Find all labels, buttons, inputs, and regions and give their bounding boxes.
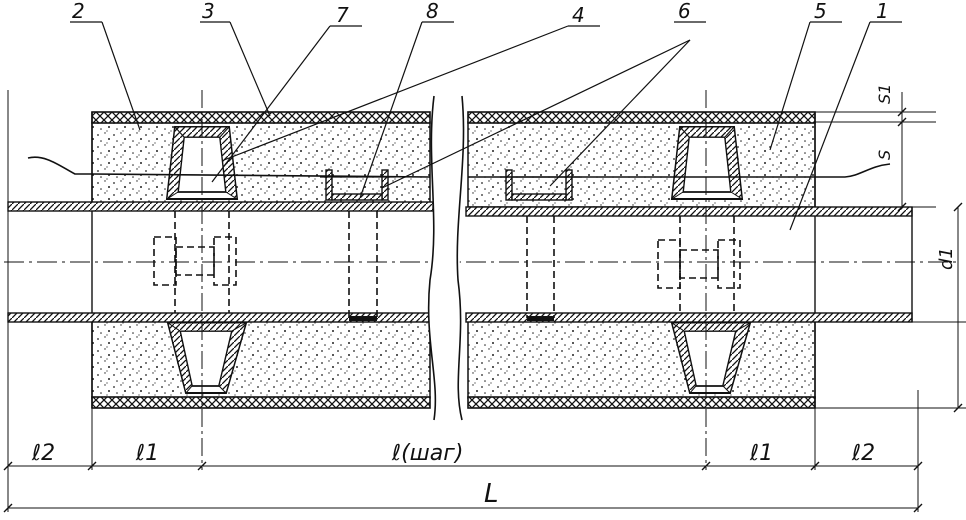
support-bottom-right: [670, 321, 752, 395]
callout-6: 6: [678, 0, 691, 23]
callout-8: 8: [426, 0, 439, 23]
dim-l1-right: ℓ1: [749, 441, 773, 466]
electrode-wires: [27, 156, 891, 178]
callout-2: 2: [72, 0, 85, 23]
callout-4: 4: [572, 3, 585, 27]
callout-3: 3: [202, 0, 215, 23]
dim-s1: S1: [875, 84, 894, 104]
insulation-top-left: [91, 121, 431, 208]
support-axis-lines: [201, 90, 707, 470]
dimension-lines: [3, 90, 966, 513]
rod-foot-left: [349, 316, 377, 321]
dim-l1-left: ℓ1: [135, 441, 159, 466]
break-line: [427, 95, 465, 421]
dimension-labels: ℓ2 ℓ1 ℓ(шаг) ℓ1 ℓ2 L S1 S d1: [31, 84, 957, 509]
insulation-bottom-left: [91, 319, 431, 399]
callout-7: 7: [336, 3, 349, 27]
leader-lines: [70, 21, 902, 231]
dim-l2-right: ℓ2: [851, 441, 875, 466]
rod-foot-right: [527, 316, 554, 321]
support-bottom-left: [166, 321, 248, 395]
support-top-right: [670, 125, 744, 200]
jacket-bottom-right: [467, 396, 816, 409]
pipe-wall-top-left: [7, 201, 434, 212]
hidden-parts: [153, 211, 741, 318]
inner-pipe: [4, 201, 960, 323]
dim-l2-left: ℓ2: [31, 441, 55, 466]
insulation-bottom-right: [467, 319, 816, 399]
pipe-wall-top-right: [465, 206, 913, 217]
left-insulated-section: [91, 111, 431, 409]
right-insulated-section: [467, 111, 816, 409]
jacket-bottom-left: [91, 396, 431, 409]
insulation-top-right: [467, 121, 816, 208]
dim-d1: d1: [936, 247, 957, 270]
dim-l-pitch: ℓ(шаг): [391, 441, 463, 466]
callout-1: 1: [876, 0, 889, 23]
callout-5: 5: [814, 0, 827, 23]
dim-total-L: L: [484, 479, 499, 509]
callout-labels: 2 3 7 8 4 6 5 1: [72, 0, 889, 27]
dim-s: S: [875, 150, 894, 160]
